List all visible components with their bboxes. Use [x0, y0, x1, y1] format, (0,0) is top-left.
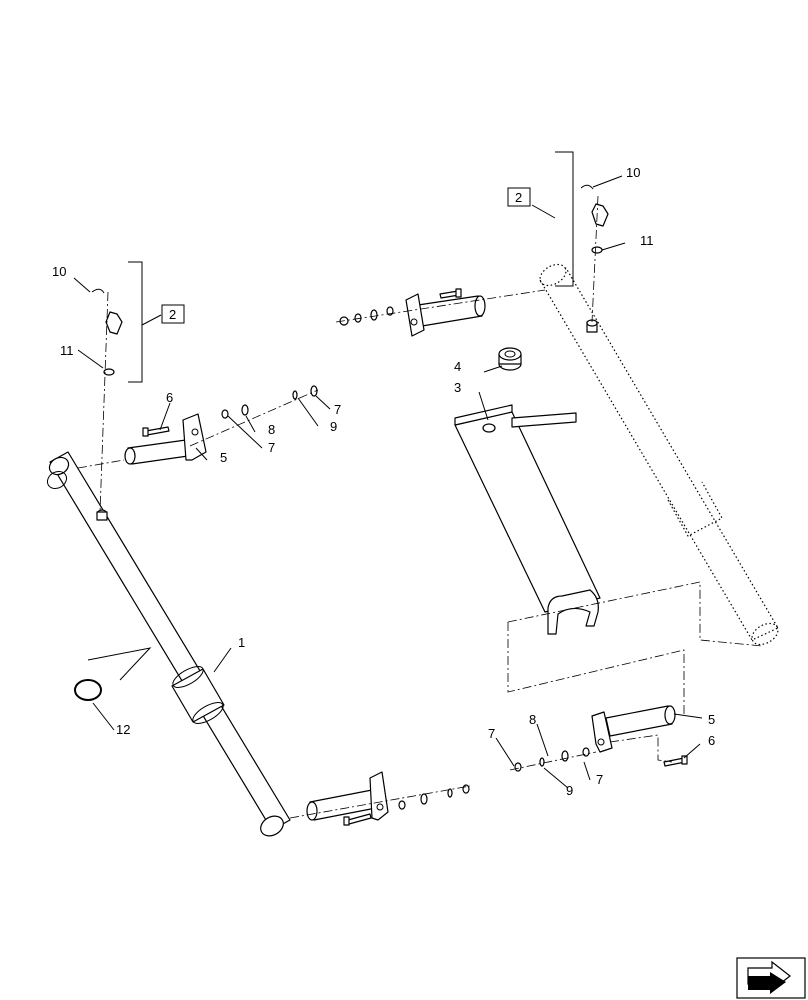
assembly-centerlines: [77, 195, 763, 819]
leader-lines: [73, 151, 703, 789]
callout-8-left: 8: [268, 422, 275, 437]
bolt-upper-right: [439, 288, 462, 299]
callout-8-right: 8: [529, 712, 536, 727]
callout-3: 3: [454, 380, 461, 395]
grease-fitting-right: [580, 184, 609, 254]
callout-9-right: 9: [566, 783, 573, 798]
callout-11-left: 11: [60, 343, 74, 358]
callout-6-left: 6: [166, 390, 173, 405]
callout-10-left: 10: [52, 264, 66, 279]
hardware-upper-left: [221, 385, 318, 419]
callout-11-right: 11: [640, 233, 654, 248]
callout-6-right: 6: [708, 733, 715, 748]
hardware-lower-right: [514, 747, 590, 772]
callout-labels: 10 11 2 6 5 7 8 7 9 1 12 10 2 11 4 3 5 6…: [52, 165, 715, 798]
callout-7-right-lower: 7: [596, 772, 603, 787]
hardware-upper-right: [339, 306, 394, 326]
callout-box-right: [507, 187, 531, 207]
callout-box-left: [161, 304, 185, 324]
callout-7-left-lower: 7: [268, 440, 275, 455]
callout-9-left: 9: [330, 419, 337, 434]
bolt-lower-left: [343, 813, 372, 826]
callout-5-left: 5: [220, 450, 227, 465]
callout-2-right: 2: [515, 190, 522, 205]
support-channel: [454, 404, 601, 635]
callout-7-left-upper: 7: [334, 402, 341, 417]
bolt-lower-right: [663, 755, 688, 767]
pin-upper-left: [124, 413, 207, 465]
right-tube: [539, 263, 779, 646]
o-ring: [74, 679, 102, 701]
callout-5-right: 5: [708, 712, 715, 727]
left-tube: [46, 451, 291, 837]
callout-10-right: 10: [626, 165, 640, 180]
callout-1: 1: [238, 635, 245, 650]
bushing: [498, 347, 522, 371]
pin-upper-right: [405, 293, 486, 337]
pin-lower-right: [591, 705, 676, 753]
grease-fitting-left: [91, 288, 123, 376]
callout-2-left: 2: [169, 307, 176, 322]
bolt-upper-left: [142, 426, 170, 437]
callout-7-right-left: 7: [488, 726, 495, 741]
callout-4: 4: [454, 359, 461, 374]
next-page-arrow-icon[interactable]: [736, 957, 806, 999]
callout-12: 12: [116, 722, 130, 737]
